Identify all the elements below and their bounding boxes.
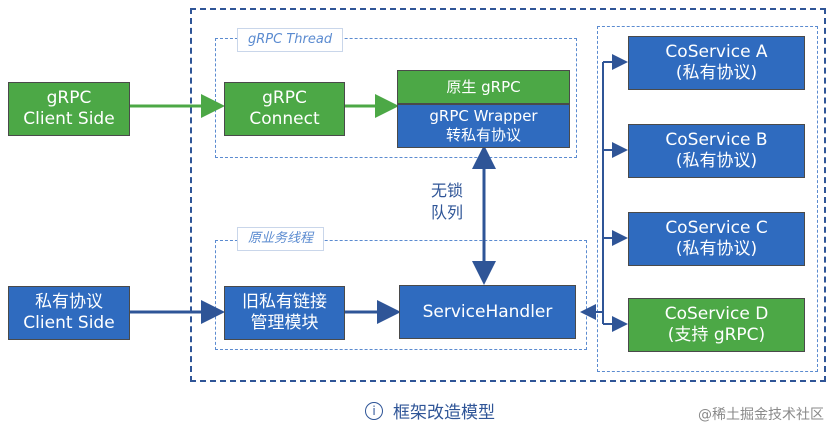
coservice-a-node: CoService A (私有协议) bbox=[628, 36, 805, 90]
lockfree-queue-label: 无锁 队列 bbox=[430, 181, 463, 222]
private-client-node: 私有协议 Client Side bbox=[8, 286, 130, 340]
grpc-connect-node: gRPC Connect bbox=[224, 82, 345, 136]
legacy-link-node: 旧私有链接 管理模块 bbox=[224, 286, 345, 340]
outer-framework-boundary bbox=[190, 8, 826, 382]
watermark: @稀土掘金技术社区 bbox=[698, 407, 824, 423]
coservice-c-node: CoService C (私有协议) bbox=[628, 212, 805, 266]
figure-caption: i 框架改造模型 bbox=[365, 398, 495, 423]
coservice-b-node: CoService B (私有协议) bbox=[628, 124, 805, 178]
native-grpc-node: 原生 gRPC bbox=[397, 70, 570, 104]
info-icon: i bbox=[365, 401, 383, 420]
business-thread-label: 原业务线程 bbox=[237, 227, 325, 251]
coservice-d-node: CoService D (支持 gRPC) bbox=[628, 298, 805, 352]
grpc-thread-label: gRPC Thread bbox=[237, 28, 344, 52]
caption-text: 框架改造模型 bbox=[393, 403, 495, 423]
business-thread-group bbox=[215, 240, 587, 350]
grpc-wrapper-node: gRPC Wrapper 转私有协议 bbox=[397, 104, 570, 148]
coservice-group bbox=[597, 26, 818, 372]
grpc-client-node: gRPC Client Side bbox=[8, 82, 130, 136]
service-handler-node: ServiceHandler bbox=[399, 285, 576, 339]
